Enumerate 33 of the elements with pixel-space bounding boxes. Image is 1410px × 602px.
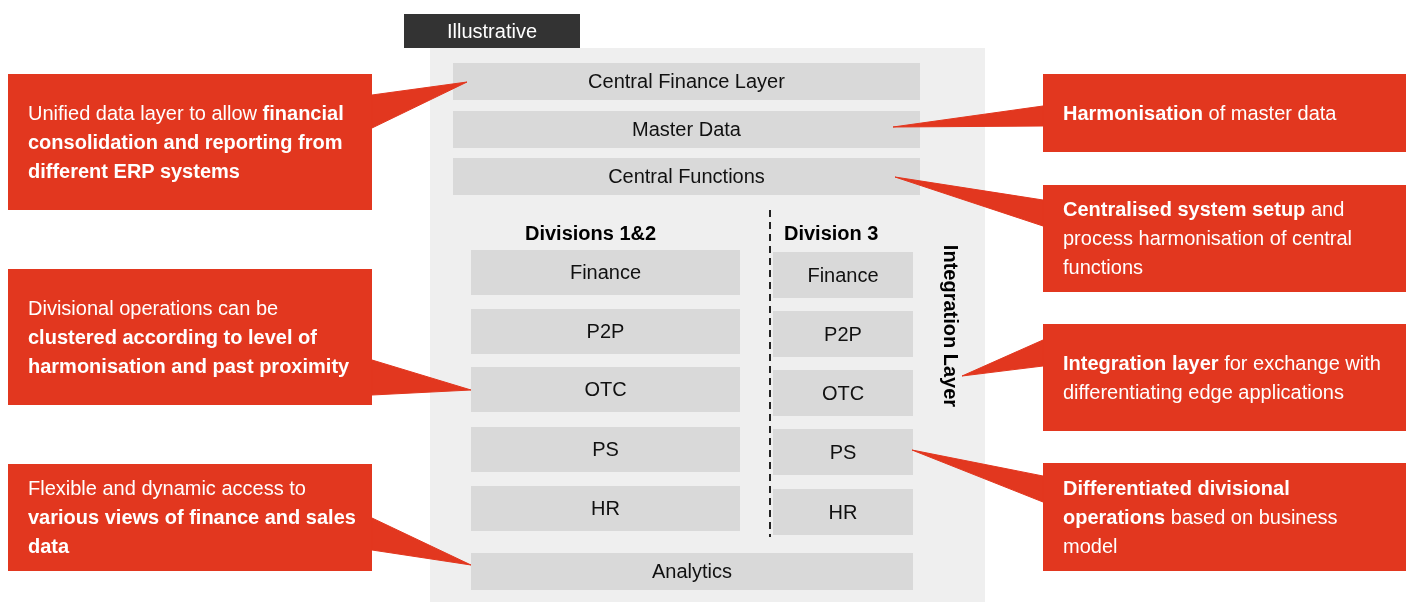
layer-box: Analytics: [471, 553, 913, 590]
callout-pointer: [961, 339, 1044, 377]
callout-pointer: [894, 176, 1044, 227]
layer-box: Master Data: [453, 111, 920, 148]
callout-box: Unified data layer to allow financial consolidation and reporting from different ERP systems: [8, 74, 372, 210]
callout-box: Differentiated divisional operations based on business model: [1043, 463, 1406, 571]
callout-pointer: [892, 105, 1044, 128]
tag-label: Illustrative: [404, 14, 580, 48]
callout-box: Harmonisation of master data: [1043, 74, 1406, 152]
layer-box: OTC: [773, 370, 913, 416]
layer-box: HR: [471, 486, 740, 531]
layer-box: PS: [471, 427, 740, 472]
layer-box: Finance: [471, 250, 740, 295]
callout-pointer: [371, 81, 468, 129]
callout-box: Divisional operations can be clustered according to level of harmonisation and past proximity: [8, 269, 372, 405]
panel-background: [430, 48, 985, 602]
layer-box: PS: [773, 429, 913, 475]
column-heading: Division 3: [784, 222, 879, 245]
column-heading: Divisions 1&2: [525, 222, 657, 245]
layer-box: P2P: [471, 309, 740, 354]
layer-box: Central Finance Layer: [453, 63, 920, 100]
layer-box: P2P: [773, 311, 913, 357]
callout-pointer: [371, 517, 472, 566]
layer-box: Central Functions: [453, 158, 920, 195]
layer-box: Finance: [773, 252, 913, 298]
callout-pointer: [371, 359, 472, 396]
callout-box: Integration layer for exchange with differentiating edge applications: [1043, 324, 1406, 431]
integration-layer-label: Integration Layer: [938, 244, 962, 407]
layer-box: OTC: [471, 367, 740, 412]
layer-box: HR: [773, 489, 913, 535]
callout-pointer: [911, 449, 1044, 503]
callout-box: Centralised system setup and process harmonisation of central functions: [1043, 185, 1406, 292]
callout-box: Flexible and dynamic access to various views of finance and sales data: [8, 464, 372, 571]
